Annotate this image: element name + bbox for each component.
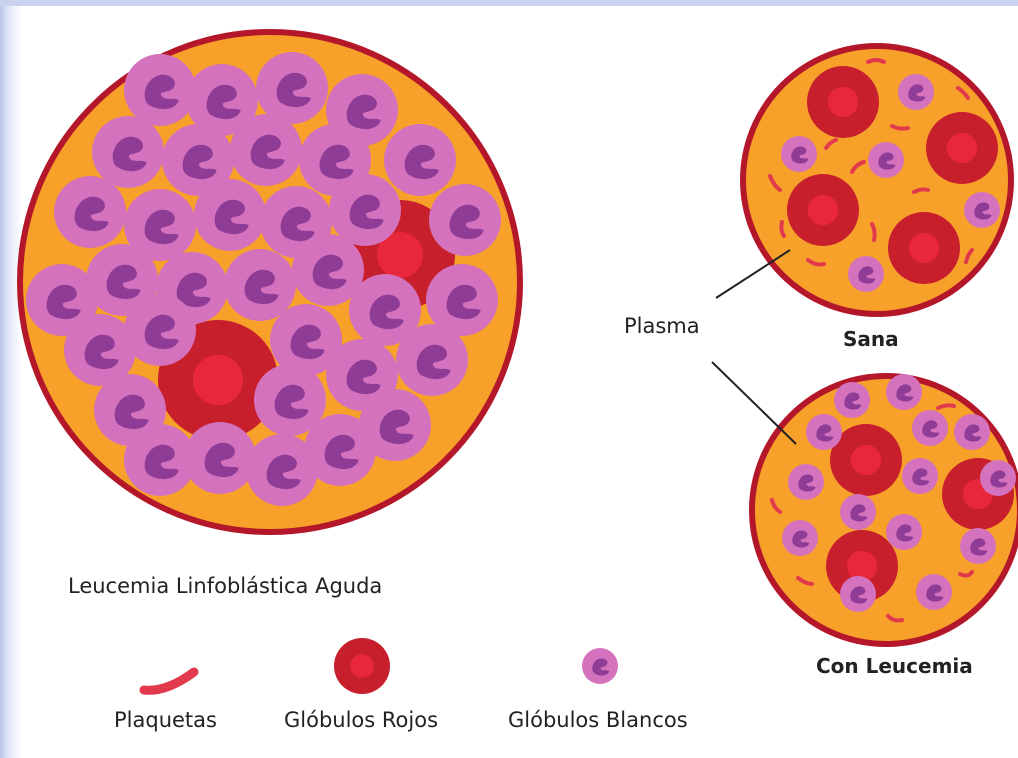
- red-cell: [888, 212, 960, 284]
- red-cell: [926, 112, 998, 184]
- red-cell: [807, 66, 879, 138]
- white-cell: [781, 136, 817, 172]
- plasma-label: Plasma: [624, 314, 700, 338]
- platelet-legend-icon: [144, 672, 194, 690]
- legend-platelets: Plaquetas: [114, 708, 217, 732]
- leukemia-sample: [752, 374, 1018, 644]
- white-cell: [898, 74, 934, 110]
- white-cell: [868, 142, 904, 178]
- legend-white-cells: Glóbulos Blancos: [508, 708, 688, 732]
- white-cell: [964, 192, 1000, 228]
- white-cell-legend-icon: [582, 648, 618, 684]
- plasma-pointer-bottom: [712, 362, 796, 444]
- red-cell: [787, 174, 859, 246]
- main-title: Leucemia Linfoblástica Aguda: [68, 574, 382, 598]
- healthy-label: Sana: [843, 327, 899, 351]
- white-cell: [848, 256, 884, 292]
- red-cell-legend-icon: [334, 638, 390, 694]
- healthy-sample: [743, 46, 1011, 314]
- legend-red-cells: Glóbulos Rojos: [284, 708, 438, 732]
- leukemia-large-sample: [20, 32, 520, 532]
- leukemia-label: Con Leucemia: [816, 654, 973, 678]
